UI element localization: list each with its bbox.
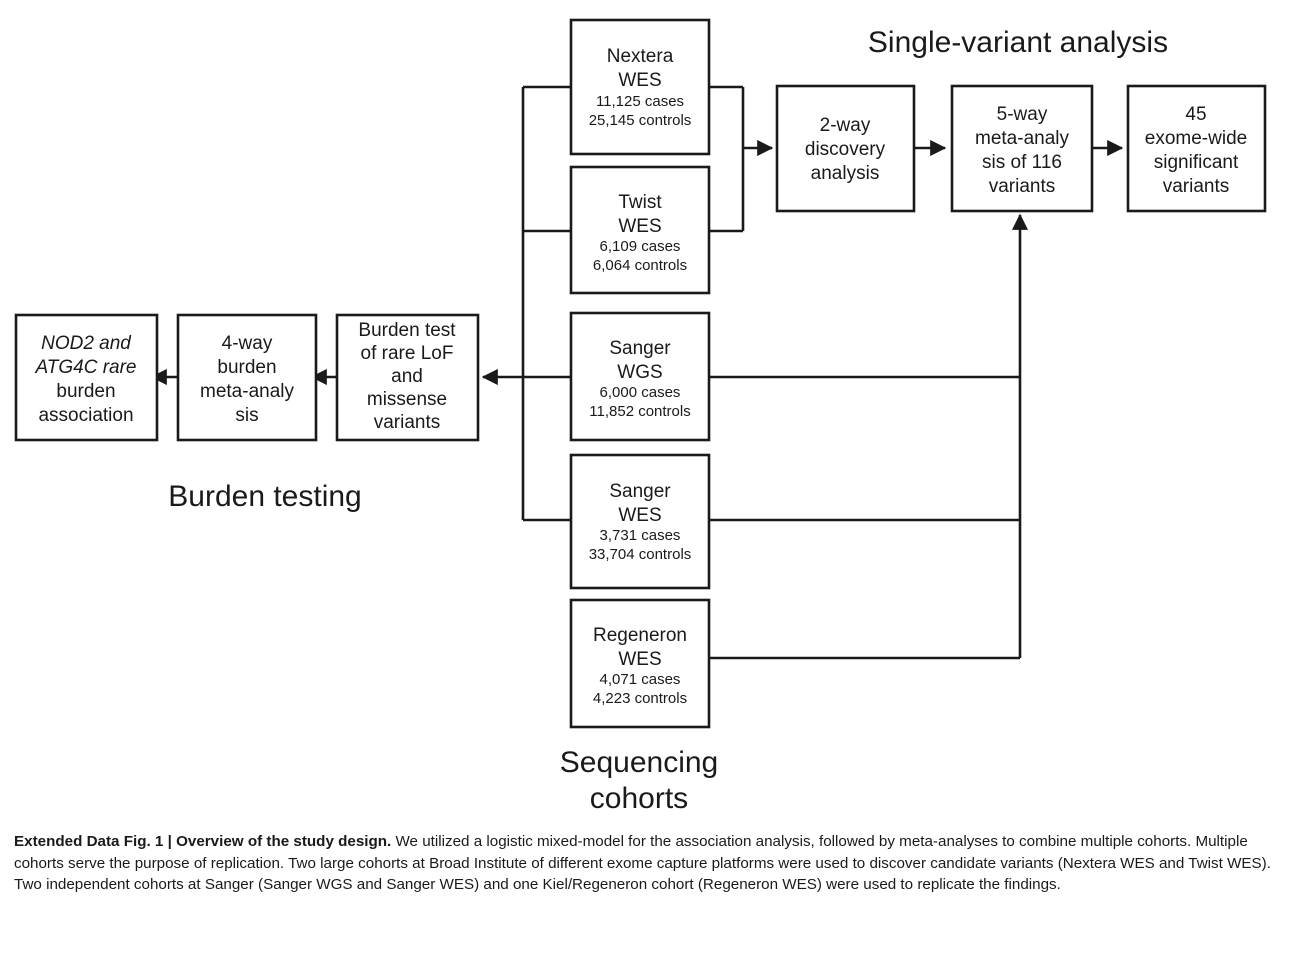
step-line-3: and	[391, 366, 423, 387]
step-line-2: meta-analy	[975, 128, 1069, 149]
process-box-exome-wide-significant[interactable]: 45 exome-wide significant variants	[1126, 84, 1267, 213]
cohort-cases: 4,071 cases	[600, 671, 681, 688]
cohort-box-twist-wes[interactable]: Twist WES 6,109 cases 6,064 controls	[569, 165, 711, 295]
step-line-1: 45	[1185, 104, 1206, 125]
step-line-3: significant	[1154, 152, 1239, 173]
caption-body: We utilized a logistic mixed-model for t…	[14, 833, 1271, 893]
process-box-five-way-meta-analysis[interactable]: 5-way meta-analy sis of 116 variants	[950, 84, 1094, 213]
cohort-controls: 25,145 controls	[589, 112, 692, 129]
process-box-burden-association-result[interactable]: NOD2 and ATG4C rare burden association	[14, 313, 159, 442]
cohort-box-regeneron-wes[interactable]: Regeneron WES 4,071 cases 4,223 controls	[569, 598, 711, 729]
step-line-4: variants	[1163, 176, 1230, 197]
box-outline	[335, 313, 480, 442]
box-outline	[569, 453, 711, 590]
cohort-controls: 11,852 controls	[589, 403, 690, 420]
cohort-cases: 3,731 cases	[600, 527, 681, 544]
cohort-name-line2: WES	[618, 70, 661, 91]
cohort-name-line2: WGS	[617, 362, 662, 383]
process-box-two-way-discovery[interactable]: 2-way discovery analysis	[775, 84, 916, 213]
study-design-flowchart: Single-variant analysis Burden testing S…	[14, 18, 1267, 815]
cohort-name-line2: WES	[618, 505, 661, 526]
step-line-2: discovery	[805, 139, 886, 160]
process-box-burden-test-rare-variants[interactable]: Burden test of rare LoF and missense var…	[335, 313, 480, 442]
step-line-5: variants	[374, 412, 441, 433]
step-line-1: 5-way	[997, 104, 1048, 125]
cohort-name-line2: WES	[618, 649, 661, 670]
cohort-name-line1: Sanger	[609, 338, 671, 359]
step-line-4: missense	[367, 389, 447, 410]
step-line-2: burden	[217, 357, 276, 378]
step-line-2: of rare LoF	[361, 343, 454, 364]
step-line-3: sis of 116	[982, 152, 1062, 173]
title-burden-testing: Burden testing	[168, 480, 361, 513]
cohort-name-line2: WES	[618, 216, 661, 237]
box-outline	[1126, 84, 1267, 213]
step-line-1: Burden test	[358, 320, 456, 341]
box-outline	[176, 313, 318, 442]
cohort-cases: 6,109 cases	[600, 238, 681, 255]
result-line-3: burden	[56, 381, 115, 402]
cohort-controls: 33,704 controls	[589, 546, 692, 563]
box-outline	[569, 598, 711, 729]
cohort-name-line1: Nextera	[607, 46, 674, 67]
cohort-name-line1: Sanger	[609, 481, 671, 502]
cohort-controls: 4,223 controls	[593, 690, 687, 707]
step-line-1: 2-way	[820, 115, 871, 136]
cohort-name-line1: Regeneron	[593, 625, 687, 646]
step-line-3: analysis	[811, 163, 880, 184]
title-sequencing-cohorts-line2: cohorts	[590, 782, 688, 815]
step-line-3: meta-analy	[200, 381, 294, 402]
step-line-1: 4-way	[222, 333, 273, 354]
cohort-controls: 6,064 controls	[593, 257, 687, 274]
box-outline	[569, 311, 711, 442]
process-box-four-way-burden-meta[interactable]: 4-way burden meta-analy sis	[176, 313, 318, 442]
cohort-box-sanger-wes[interactable]: Sanger WES 3,731 cases 33,704 controls	[569, 453, 711, 590]
step-line-4: sis	[235, 405, 258, 426]
box-outline	[569, 18, 711, 156]
cohort-cases: 11,125 cases	[596, 93, 684, 110]
result-line-1: NOD2 and	[41, 333, 132, 354]
result-line-2: ATG4C rare	[34, 357, 136, 378]
title-sequencing-cohorts-line1: Sequencing	[560, 746, 718, 779]
step-line-4: variants	[989, 176, 1056, 197]
step-line-2: exome-wide	[1145, 128, 1247, 149]
result-line-4: association	[38, 405, 133, 426]
cohort-cases: 6,000 cases	[600, 384, 681, 401]
cohort-name-line1: Twist	[618, 192, 662, 213]
box-outline	[14, 313, 159, 442]
figure-caption: Extended Data Fig. 1 | Overview of the s…	[14, 831, 1278, 896]
cohort-box-sanger-wgs[interactable]: Sanger WGS 6,000 cases 11,852 controls	[569, 311, 711, 442]
box-outline	[775, 84, 916, 213]
title-single-variant-analysis: Single-variant analysis	[868, 26, 1168, 59]
box-outline	[569, 165, 711, 295]
box-outline	[950, 84, 1094, 213]
figure-diagram: Single-variant analysis Burden testing S…	[14, 18, 1267, 815]
caption-label: Extended Data Fig. 1 | Overview of the s…	[14, 833, 392, 850]
cohort-box-nextera-wes[interactable]: Nextera WES 11,125 cases 25,145 controls	[569, 18, 711, 156]
